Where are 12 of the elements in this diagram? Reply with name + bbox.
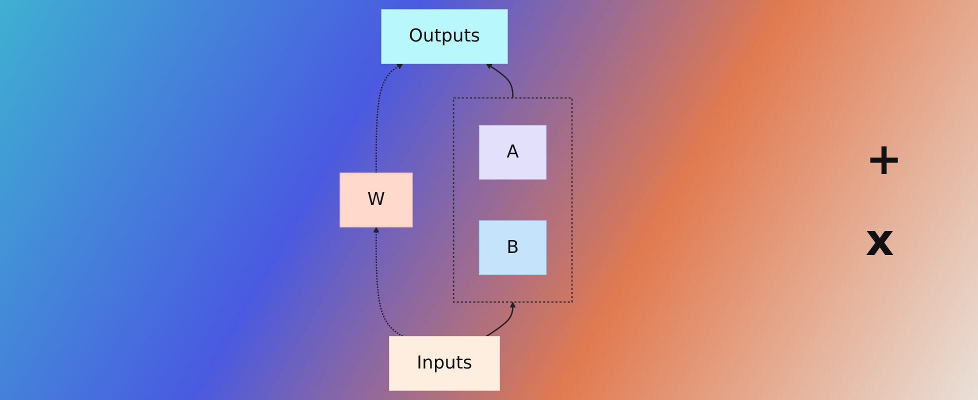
operator-sign: x — [866, 215, 895, 266]
arrow — [486, 63, 514, 98]
arrow — [375, 63, 403, 173]
node-box: Outputs — [380, 9, 508, 64]
cluster — [452, 97, 572, 303]
node-box: B — [478, 220, 546, 276]
operator-sign: + — [866, 134, 902, 185]
arrow — [372, 226, 403, 337]
node-box: W — [339, 172, 412, 228]
arrow — [486, 302, 516, 337]
node-box: A — [478, 124, 546, 180]
node-box: Inputs — [388, 336, 500, 391]
